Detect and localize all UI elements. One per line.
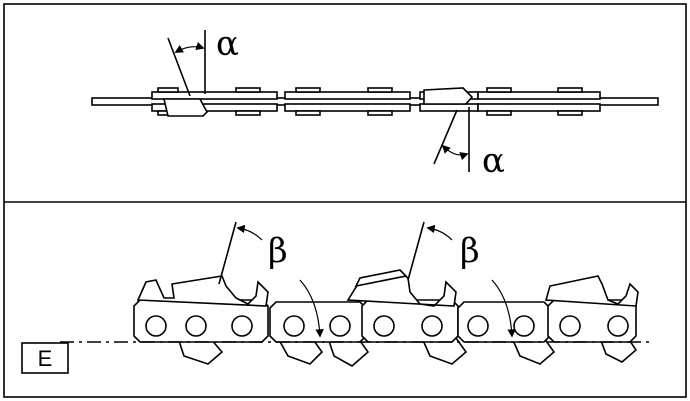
upper-alpha-angle: α — [167, 24, 239, 97]
lower-alpha-angle: α — [433, 107, 505, 181]
alpha-symbol-lower: α — [482, 141, 505, 181]
rivet-heads-bottom — [157, 110, 583, 116]
left-beta-angle: β — [218, 221, 324, 338]
alpha-symbol-upper: α — [216, 24, 239, 64]
left-cutter-top-view — [162, 98, 208, 117]
right-cutter-top-view — [423, 87, 474, 105]
lower-link-plates — [151, 103, 601, 112]
side-view-chain — [60, 269, 652, 367]
panel-label-e: E — [38, 346, 53, 371]
right-beta-angle: β — [407, 221, 516, 338]
top-view-chain — [91, 87, 659, 117]
beta-symbol-right: β — [460, 231, 480, 271]
rivets — [145, 315, 629, 337]
cutter-1 — [136, 275, 269, 307]
outer-frame — [3, 3, 687, 398]
panel-label-box: E — [21, 342, 69, 374]
cutter-3 — [544, 275, 639, 307]
rivet-heads-top — [157, 87, 583, 93]
beta-symbol-left: β — [268, 231, 288, 271]
cutter-2-top-plate — [354, 269, 408, 288]
upper-link-plates — [151, 91, 601, 100]
